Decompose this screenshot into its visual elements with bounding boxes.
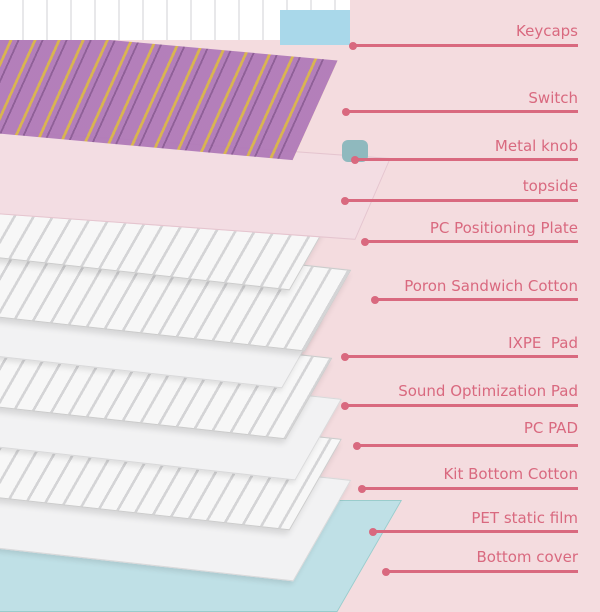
callout-dot-icon [369,527,377,536]
callout-dot-icon [351,155,359,164]
label-poron-sandwich-cotton: Poron Sandwich Cotton [404,277,578,295]
callout-line [349,41,578,50]
callout-dot-icon [382,567,390,576]
callout-dot-icon [358,484,366,493]
callout-line [358,484,578,493]
label-pc-positioning-plate: PC Positioning Plate [429,219,578,237]
callout-dot-icon [353,441,361,450]
callout-dot-icon [341,352,349,361]
label-topside: topside [522,177,578,195]
label-kit-bottom-cotton: Kit Bottom Cotton [443,465,578,483]
callout-line [341,352,578,361]
callout-dot-icon [361,237,369,246]
callout-dot-icon [371,295,379,304]
label-pet-static-film: PET static film [471,509,578,527]
callout-dot-icon [349,41,357,50]
callout-line [371,295,578,304]
callout-line [341,401,578,410]
label-keycaps: Keycaps [516,22,578,40]
callout-line [369,527,578,536]
label-pc-pad: PC PAD [523,419,578,437]
metal-knob [342,140,368,162]
label-sound-optimization-pad: Sound Optimization Pad [398,382,578,400]
callout-line [382,567,578,576]
callout-line [361,237,578,246]
label-ixpe-pad: IXPE Pad [508,334,578,352]
callout-line [342,107,578,116]
callout-dot-icon [341,401,349,410]
keycaps-blue-accent [280,10,350,45]
label-switch: Switch [528,89,578,107]
label-bottom-cover: Bottom cover [476,548,578,566]
callout-line [341,196,578,205]
callout-line [353,441,578,450]
callout-line [351,155,578,164]
callout-dot-icon [341,196,349,205]
label-metal-knob: Metal knob [494,137,578,155]
callout-dot-icon [342,107,350,116]
